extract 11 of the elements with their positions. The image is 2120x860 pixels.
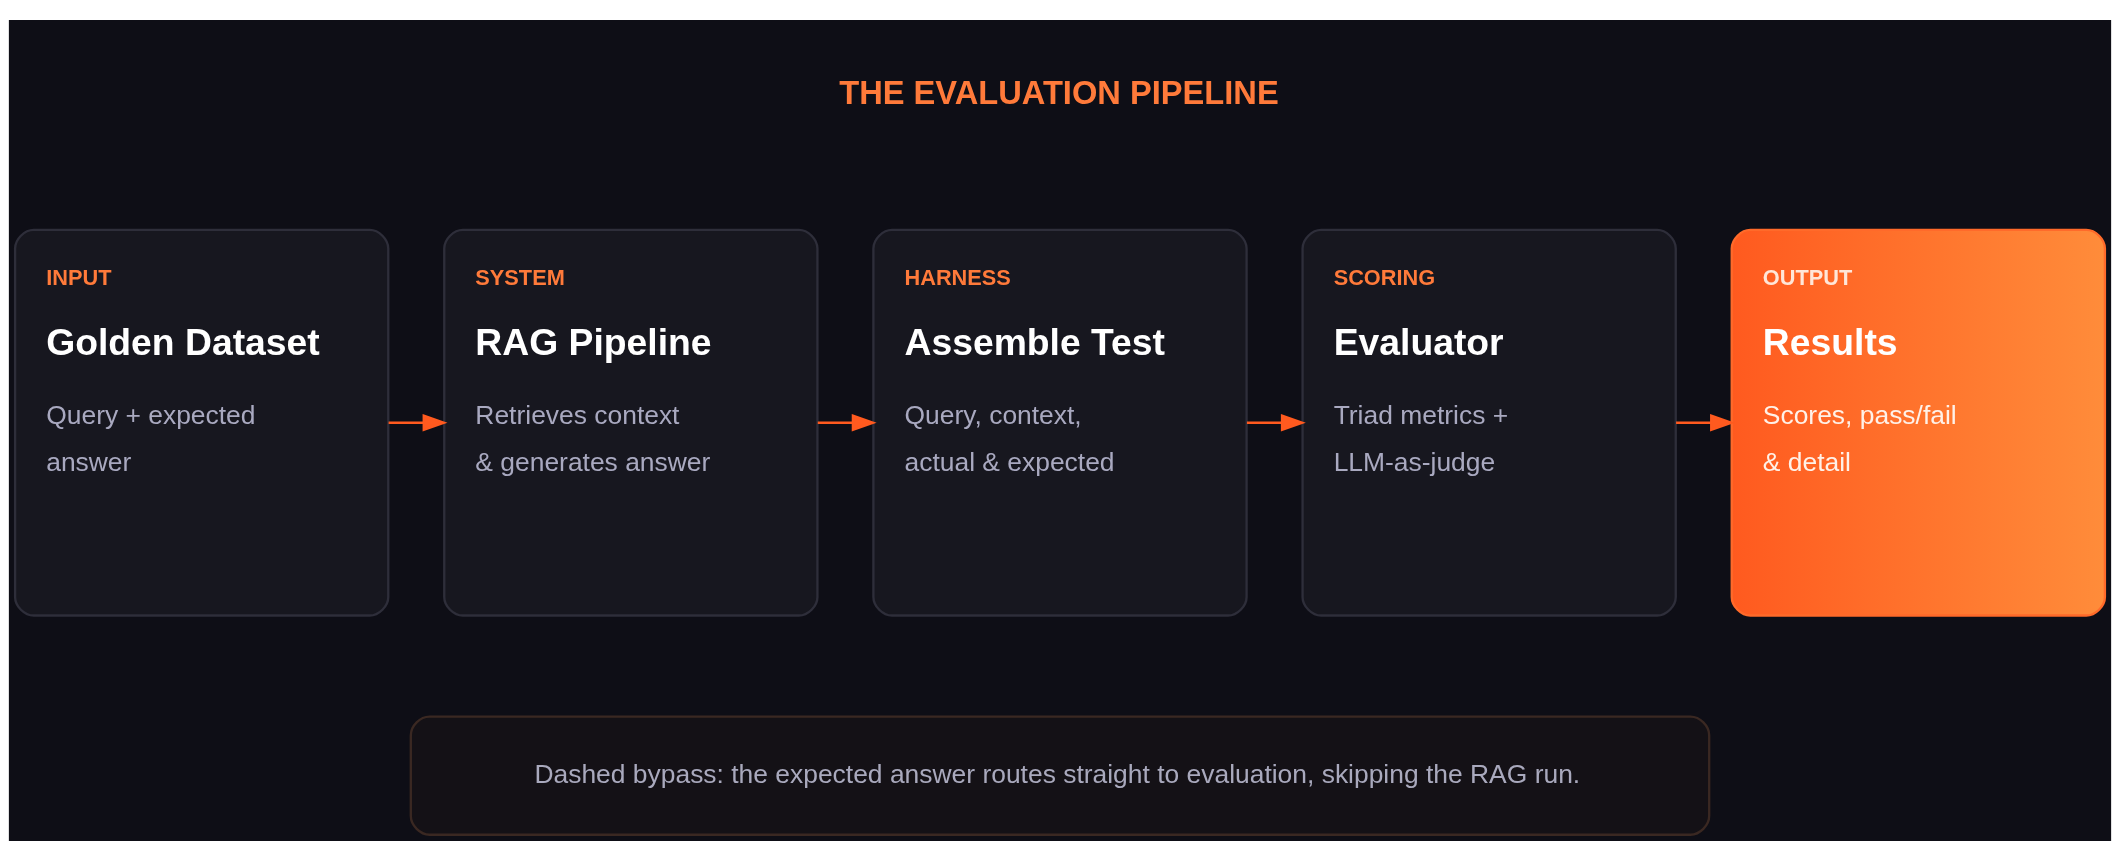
node-box: Dashed bypass: the expected answer routes straight to evaluation, skipping the RAG run. xyxy=(409,714,1711,836)
node-box: SYSTEM RAG Pipeline Retrieves context & generates answer xyxy=(443,228,819,617)
arrow xyxy=(388,413,448,431)
node-box: OUTPUT Results Scores, pass/fail & detail xyxy=(1730,228,2107,617)
arrow xyxy=(817,413,877,431)
node-box: SCORING Evaluator Triad metrics + LLM-as-judge xyxy=(1301,228,1677,617)
arrow xyxy=(1676,413,1735,431)
diagram-title: THE EVALUATION PIPELINE xyxy=(839,73,1279,111)
node-box: HARNESS Assemble Test Query, context, actual & expected xyxy=(872,228,1248,617)
arrow xyxy=(1246,413,1306,431)
node-box: INPUT Golden Dataset Query + expected answer xyxy=(13,228,390,617)
